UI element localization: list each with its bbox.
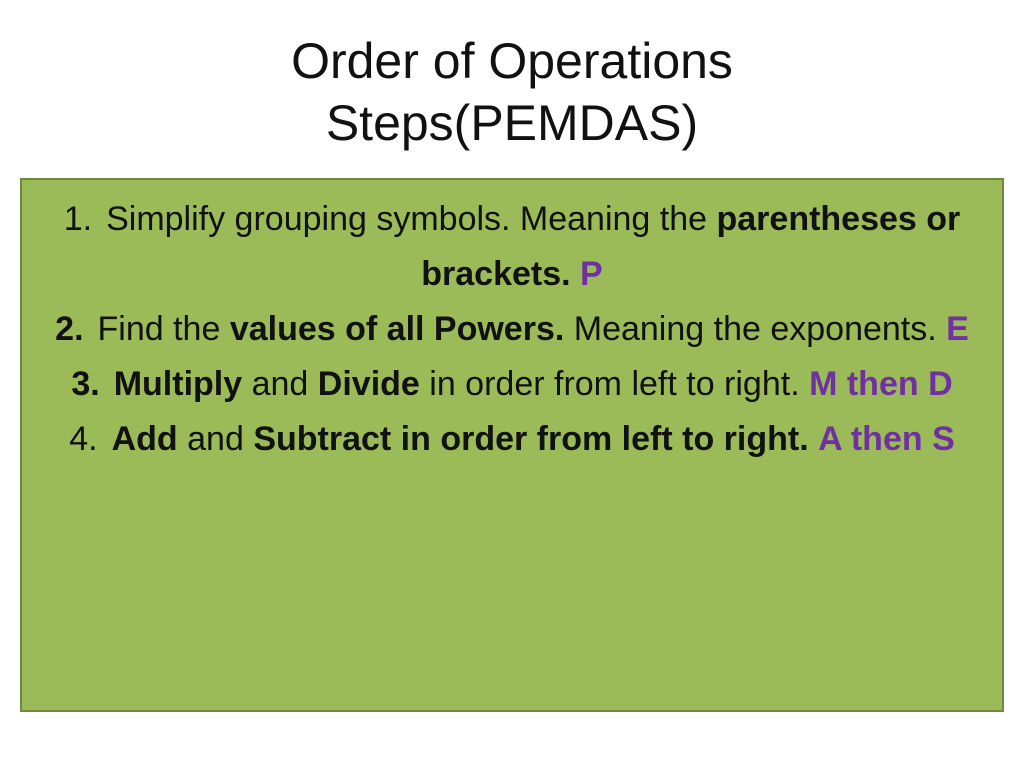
steps-box: 1. Simplify grouping symbols. Meaning the…	[20, 178, 1004, 712]
step-3-text-end: in order from left to right.	[419, 365, 800, 403]
title-line-1: Order of Operations	[291, 33, 733, 89]
step-1-letter: P	[580, 255, 603, 293]
step-4: 4. Add and Subtract in order from left to…	[32, 412, 992, 467]
step-1: 1. Simplify grouping symbols. Meaning the…	[32, 192, 992, 302]
step-3-letter: M then D	[809, 365, 953, 403]
step-3-number: 3.	[71, 365, 100, 403]
step-1-emphasis: parentheses or brackets.	[421, 200, 961, 293]
step-4-text: and	[177, 420, 254, 458]
step-4-letter: A then S	[818, 420, 955, 458]
steps-list: 1. Simplify grouping symbols. Meaning the…	[32, 192, 992, 467]
step-2-text: Find the	[97, 310, 230, 348]
step-1-number: 1.	[63, 200, 93, 238]
step-2-number: 2.	[55, 310, 84, 348]
step-3: 3. Multiply and Divide in order from left…	[32, 357, 992, 412]
step-2: 2. Find the values of all Powers. Meaning…	[32, 302, 992, 357]
step-3-text: and	[242, 365, 318, 403]
slide-title: Order of Operations Steps(PEMDAS)	[0, 30, 1024, 154]
step-2-emphasis: values of all Powers.	[229, 310, 565, 348]
title-line-2: Steps(PEMDAS)	[325, 95, 699, 151]
step-4-emphasis: Add	[111, 420, 178, 458]
step-4-number: 4.	[69, 420, 98, 458]
step-2-letter: E	[946, 310, 969, 348]
step-3-emphasis: Multiply	[113, 365, 243, 403]
step-2-text-end: Meaning the exponents.	[564, 310, 937, 348]
step-4-emphasis-2: Subtract in order from left to right.	[253, 420, 809, 458]
step-1-text: Simplify grouping symbols. Meaning the	[106, 200, 717, 238]
step-3-emphasis-2: Divide	[317, 365, 420, 403]
